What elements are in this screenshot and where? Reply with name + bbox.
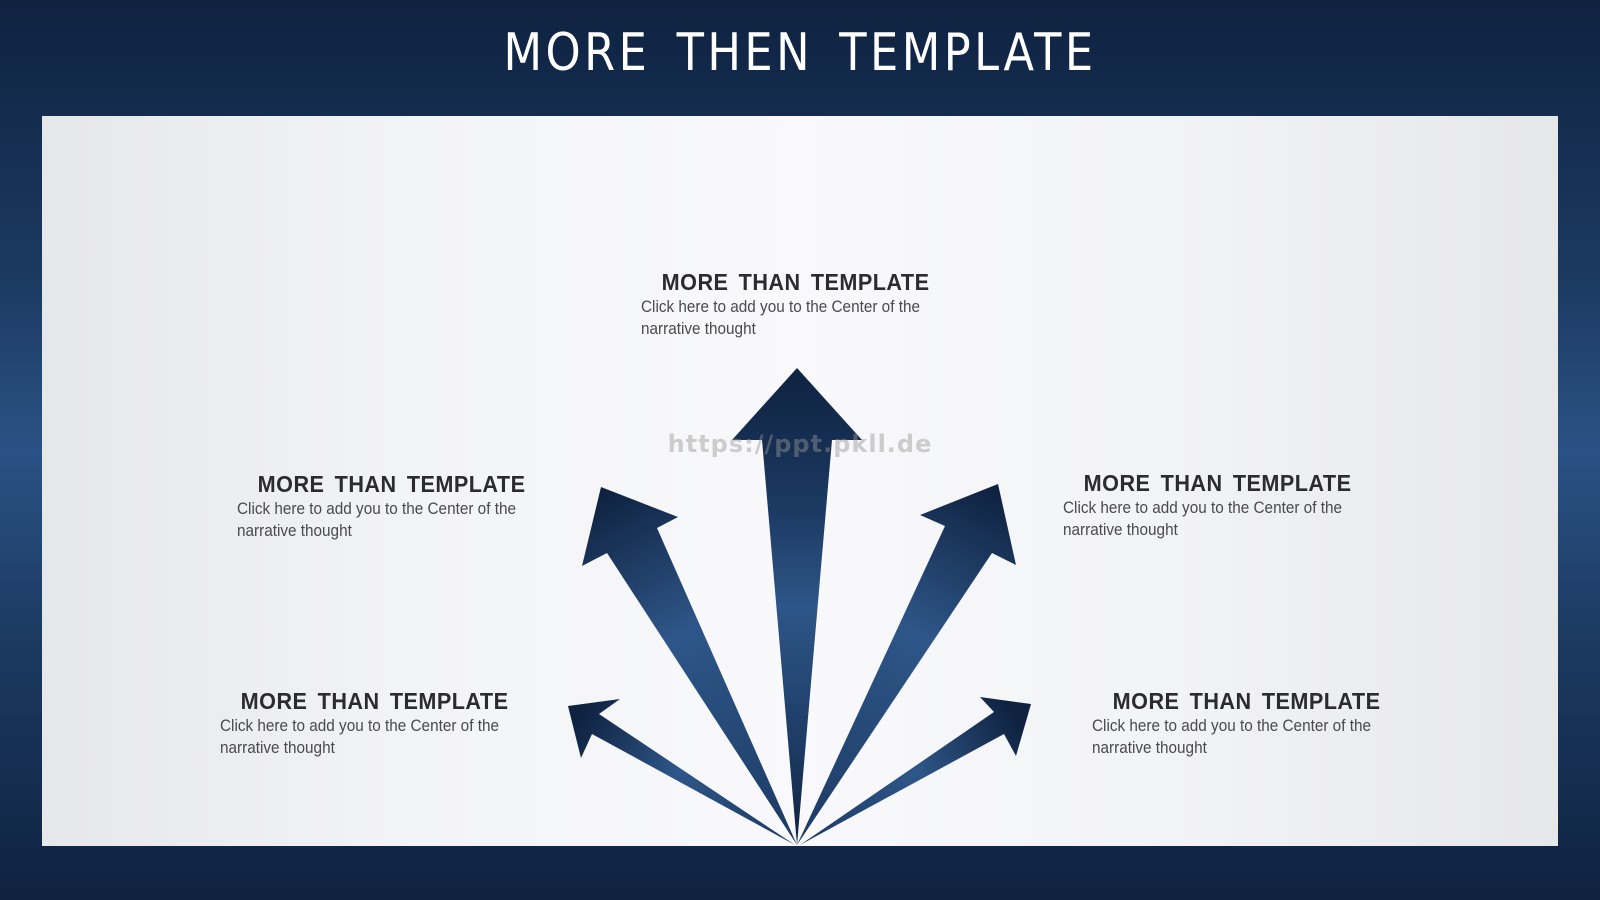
block-heading: MORE THAN TEMPLATE (1112, 688, 1381, 714)
arrow-up-icon (732, 368, 862, 845)
block-heading: MORE THAN TEMPLATE (1083, 470, 1352, 496)
block-text: Click here to add you to the Center of t… (1063, 498, 1342, 539)
arrow-up-left-icon (582, 487, 797, 845)
slide-title: MORE THEN TEMPLATE (503, 23, 1097, 83)
text-block-middle-left: MORE THAN TEMPLATE Click here to add you… (237, 470, 567, 542)
block-text: Click here to add you to the Center of t… (1092, 716, 1371, 757)
arrow-up-right-low-icon (800, 697, 1031, 845)
block-heading: MORE THAN TEMPLATE (661, 269, 930, 295)
block-text: Click here to add you to the Center of t… (237, 499, 516, 540)
text-block-bottom-left: MORE THAN TEMPLATE Click here to add you… (220, 687, 550, 759)
text-block-top: MORE THAN TEMPLATE Click here to add you… (641, 268, 971, 340)
block-heading: MORE THAN TEMPLATE (240, 688, 509, 714)
arrow-up-right-icon (797, 484, 1016, 845)
text-block-middle-right: MORE THAN TEMPLATE Click here to add you… (1063, 469, 1393, 541)
block-text: Click here to add you to the Center of t… (220, 716, 499, 757)
block-text: Click here to add you to the Center of t… (641, 297, 920, 338)
text-block-bottom-right: MORE THAN TEMPLATE Click here to add you… (1092, 687, 1422, 759)
arrow-up-left-low-icon (568, 699, 795, 845)
block-heading: MORE THAN TEMPLATE (257, 471, 526, 497)
watermark: https://ppt.pkll.de (667, 430, 933, 458)
